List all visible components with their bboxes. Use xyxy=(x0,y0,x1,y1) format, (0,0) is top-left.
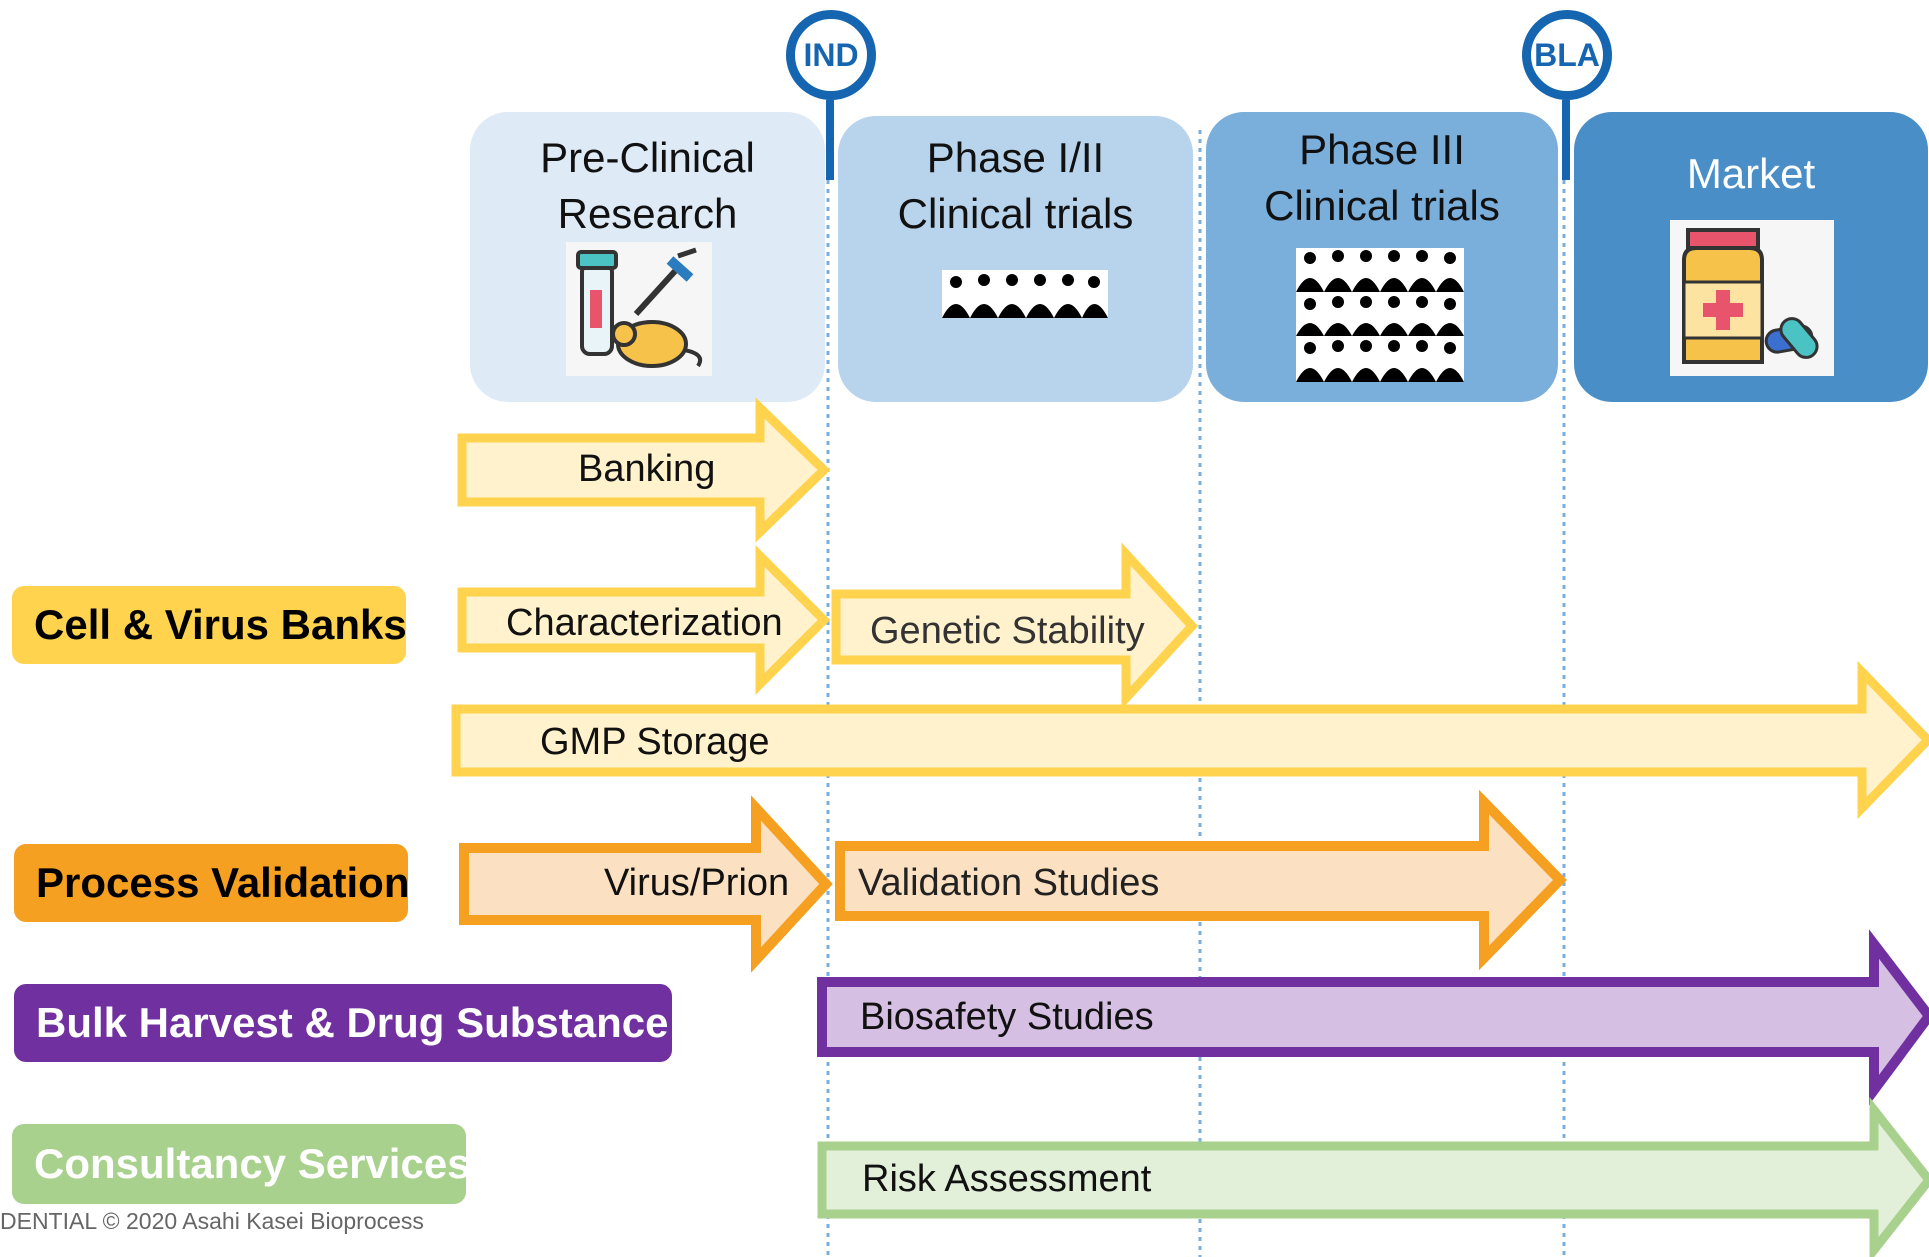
arrow-virus-prion xyxy=(459,795,833,973)
milestone-bla: BLA xyxy=(1522,10,1612,100)
arrow-label-validation-studies: Validation Studies xyxy=(858,862,1160,904)
people-group-large-icon xyxy=(1296,248,1464,382)
phase-1-2: Phase I/II Clinical trials xyxy=(838,116,1193,402)
phase-market: Market xyxy=(1574,112,1928,402)
arrow-risk-assessment xyxy=(817,1096,1929,1257)
arrow-label-banking: Banking xyxy=(578,448,716,490)
arrow-label-risk-assessment: Risk Assessment xyxy=(862,1158,1152,1200)
lab-mouse-test-tube-icon xyxy=(566,242,712,376)
phase-title-line-2: Research xyxy=(557,190,738,237)
arrow-characterization xyxy=(457,545,831,695)
ind-stem xyxy=(826,100,834,180)
arrow-label-gmp-storage: GMP Storage xyxy=(540,721,770,763)
medicine-bottle-pills-icon xyxy=(1670,220,1834,376)
people-group-small-icon xyxy=(942,270,1108,318)
phase-title-market: Market xyxy=(1686,150,1816,197)
category-cell-virus-banks: Cell & Virus Banks xyxy=(12,586,407,664)
arrow-genetic-stability xyxy=(831,542,1199,710)
milestone-bla-label: BLA xyxy=(1534,36,1600,73)
arrow-label-virus-prion: Virus/Prion xyxy=(604,862,790,904)
phase-title-line-1: Phase I/II xyxy=(926,134,1105,181)
arrow-banking xyxy=(457,397,831,543)
phase-preclinical: Pre-Clinical Research xyxy=(470,112,825,402)
arrow-biosafety-studies xyxy=(817,929,1929,1106)
category-bulk-harvest: Bulk Harvest & Drug Substance xyxy=(14,984,672,1062)
milestone-ind-label: IND xyxy=(803,36,859,73)
arrow-label-characterization: Characterization xyxy=(506,602,783,644)
category-consultancy-services: Consultancy Services xyxy=(12,1124,471,1204)
arrow-label-genetic-stability: Genetic Stability xyxy=(870,610,1145,652)
phase-3: Phase III Clinical trials xyxy=(1206,112,1558,402)
footer-copyright: DENTIAL © 2020 Asahi Kasei Bioprocess xyxy=(0,1208,424,1234)
arrow-validation-studies xyxy=(835,789,1567,971)
phase-title-line-2: Clinical trials xyxy=(1264,182,1500,229)
category-process-validation: Process Validation xyxy=(14,844,410,922)
phase-title-line-1: Pre-Clinical xyxy=(540,134,755,181)
arrow-gmp-storage xyxy=(451,660,1929,820)
bla-stem xyxy=(1562,100,1570,180)
arrow-label-biosafety-studies: Biosafety Studies xyxy=(860,996,1154,1038)
phase-title-line-2: Clinical trials xyxy=(897,190,1134,237)
phase-title-line-1: Phase III xyxy=(1299,126,1465,173)
milestone-ind: IND xyxy=(786,10,876,100)
